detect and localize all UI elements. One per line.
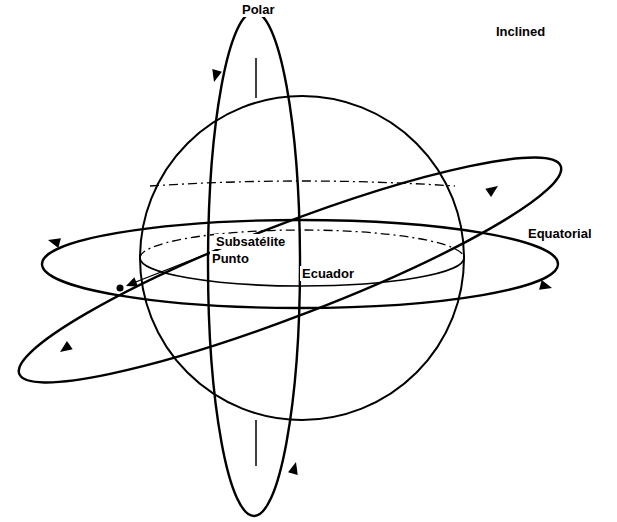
- orbit-label: Equatorial: [526, 226, 594, 241]
- subsatellite-dot: [117, 285, 124, 292]
- arrowhead: [485, 182, 501, 197]
- inclined-orbit: [3, 123, 577, 417]
- orbit-label: Ecuador: [300, 266, 356, 281]
- orbit-label: Punto: [210, 251, 251, 266]
- polar-axis: [255, 58, 257, 98]
- arrowhead: [288, 461, 301, 475]
- arrowhead: [209, 69, 222, 83]
- orbit-label: Polar: [240, 2, 277, 17]
- orbit-label: Inclined: [494, 24, 547, 39]
- arrowhead: [57, 341, 73, 356]
- arrowhead: [124, 277, 138, 290]
- polar-axis: [255, 420, 257, 466]
- polar-orbit: [208, 12, 300, 516]
- arrowhead: [47, 235, 61, 248]
- arrowhead: [539, 280, 553, 293]
- orbit-label: Subsatélite: [214, 234, 287, 249]
- leader-line: [128, 252, 212, 285]
- earth-sphere: [140, 96, 464, 420]
- equator-back: [140, 230, 464, 258]
